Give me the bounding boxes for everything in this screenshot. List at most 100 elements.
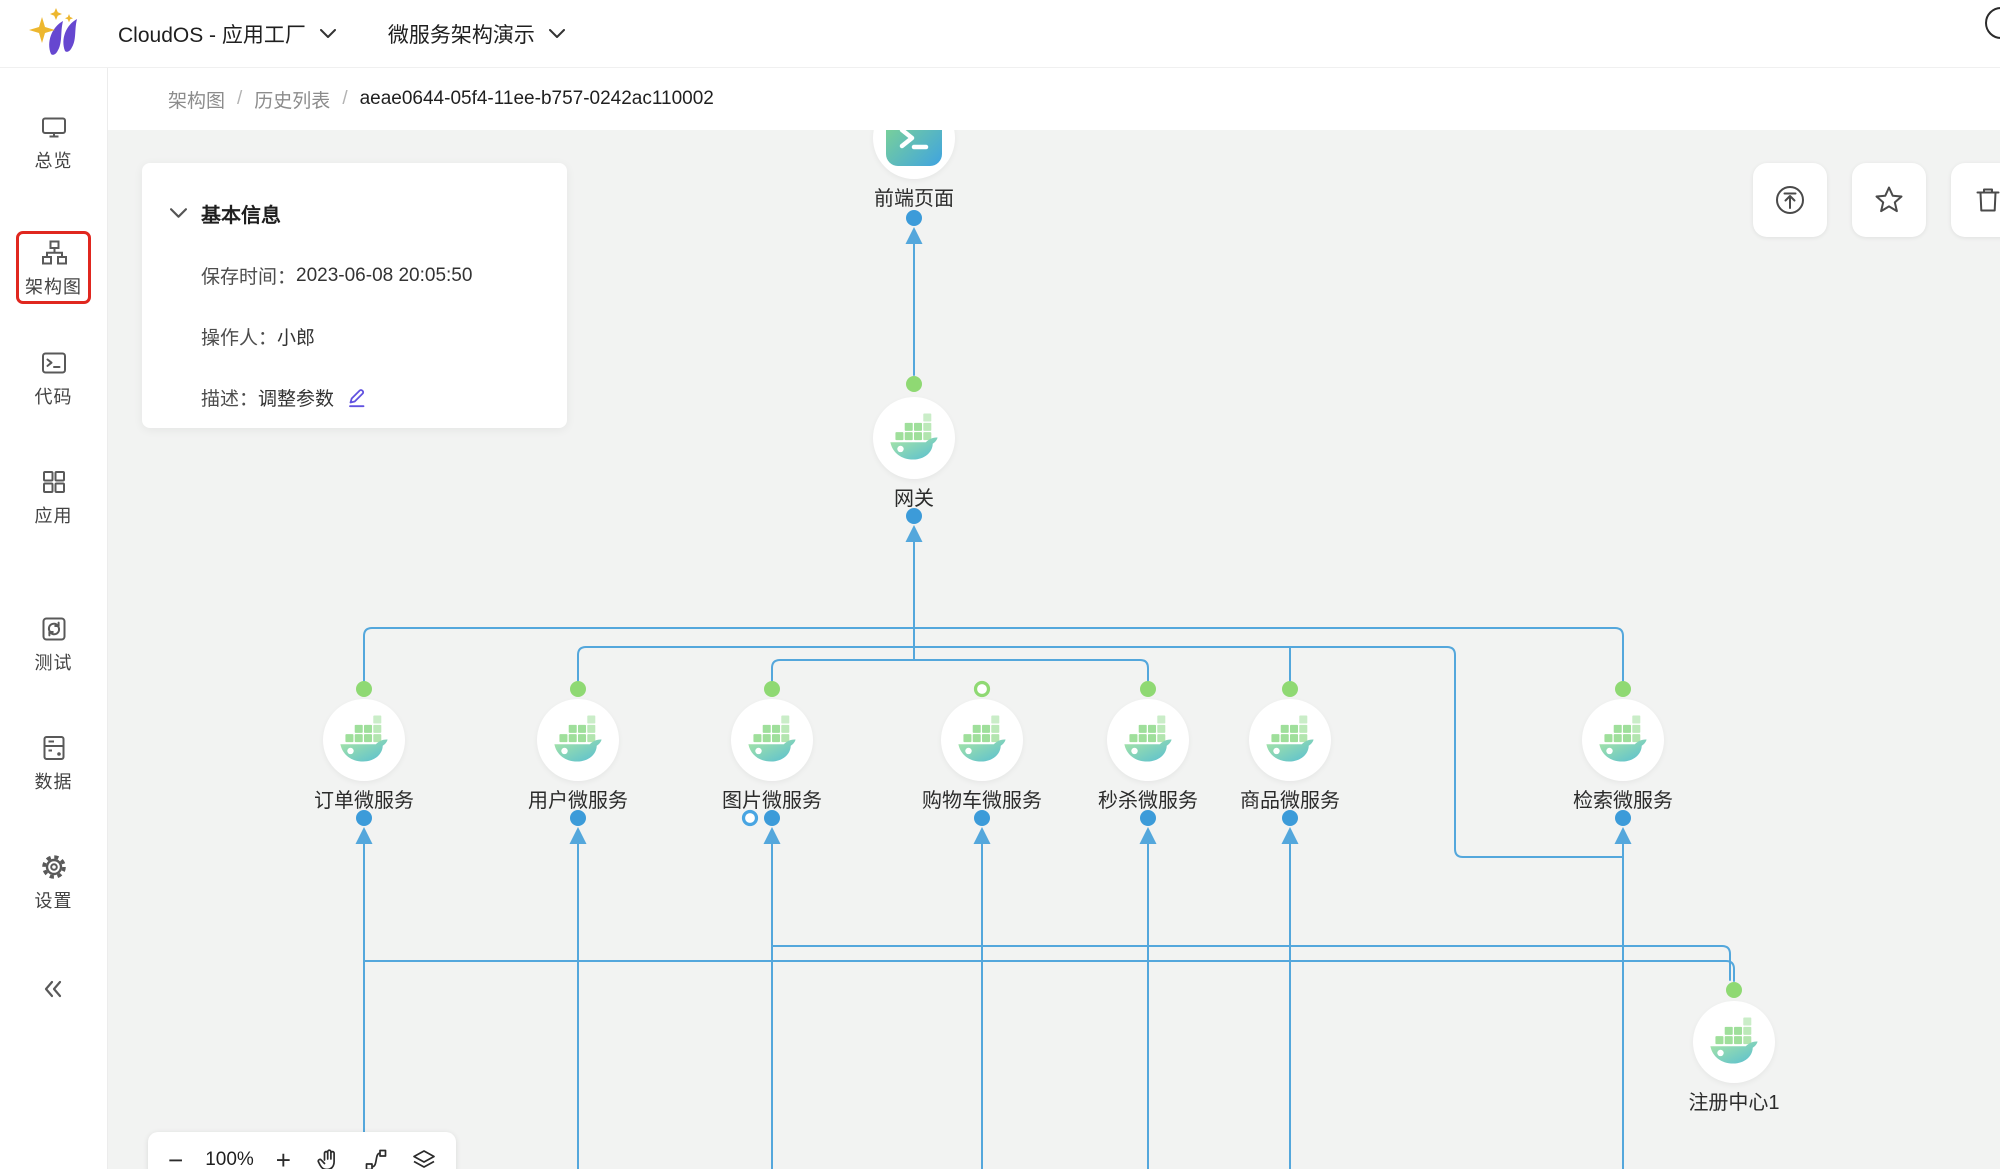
node-label: 前端页面 bbox=[874, 188, 954, 210]
sidebar-item-settings[interactable]: 设置 bbox=[35, 852, 73, 913]
sidebar-item-data[interactable]: 数据 bbox=[35, 733, 73, 794]
delete-button[interactable] bbox=[1951, 163, 2000, 237]
sidebar: 总览 架构图 代码 应用 测试 数据 bbox=[0, 68, 108, 1169]
edge-arrowhead-icon bbox=[1281, 827, 1299, 844]
collapse-sidebar-button[interactable] bbox=[39, 974, 69, 1009]
logo-feather bbox=[49, 20, 63, 55]
port-green[interactable] bbox=[1282, 681, 1298, 697]
hand-icon[interactable] bbox=[315, 1147, 341, 1169]
app-header: CloudOS - 应用工厂 微服务架构演示 bbox=[0, 0, 2000, 68]
edge-arrowhead-icon bbox=[569, 827, 587, 844]
node-circle[interactable] bbox=[1582, 699, 1664, 781]
description-value: 调整参数 bbox=[258, 389, 335, 410]
basic-info-panel: 基本信息 保存时间： 2023-06-08 20:05:50 操作人： 小郎 描… bbox=[142, 163, 567, 428]
docker-icon bbox=[554, 715, 602, 762]
breadcrumb-separator: / bbox=[342, 88, 348, 109]
node-circle[interactable] bbox=[1693, 1001, 1775, 1083]
node-label: 网关 bbox=[894, 488, 934, 510]
docker-icon bbox=[1599, 715, 1647, 762]
chevron-down-icon bbox=[170, 208, 187, 218]
node-circle[interactable] bbox=[731, 699, 813, 781]
port-green[interactable] bbox=[1140, 681, 1156, 697]
edge-arrowhead-icon bbox=[355, 827, 373, 844]
favorite-button[interactable] bbox=[1852, 163, 1926, 237]
port-blue[interactable] bbox=[1282, 810, 1298, 826]
zoom-in-button[interactable]: + bbox=[275, 1145, 291, 1169]
cloudos-logo-icon[interactable] bbox=[28, 7, 86, 60]
node-label: 注册中心1 bbox=[1688, 1092, 1780, 1114]
workspace-switcher[interactable]: 微服务架构演示 bbox=[388, 19, 565, 49]
diagram-edge bbox=[771, 659, 1149, 682]
trash-icon bbox=[1976, 188, 2000, 212]
port-blue[interactable] bbox=[906, 210, 922, 226]
edit-pencil-icon[interactable] bbox=[346, 387, 368, 409]
user-avatar[interactable] bbox=[1985, 7, 2000, 39]
port-blue[interactable] bbox=[906, 508, 922, 524]
docker-icon bbox=[340, 715, 388, 762]
zoom-level: 100% bbox=[205, 1149, 254, 1169]
basic-info-header[interactable]: 基本信息 bbox=[170, 199, 567, 228]
port-blue[interactable] bbox=[1615, 810, 1631, 826]
publish-button[interactable] bbox=[1753, 163, 1827, 237]
architecture-icon bbox=[41, 240, 67, 265]
port-green[interactable] bbox=[1615, 681, 1631, 697]
chevron-down-icon bbox=[548, 28, 565, 38]
node-circle[interactable] bbox=[1107, 699, 1189, 781]
product-title: CloudOS - 应用工厂 bbox=[118, 23, 306, 47]
docker-icon bbox=[748, 715, 796, 762]
description-label: 描述： bbox=[201, 389, 259, 410]
logo-star bbox=[65, 13, 73, 22]
node-circle[interactable] bbox=[1249, 699, 1331, 781]
operator-row: 操作人： 小郎 bbox=[201, 323, 567, 350]
port-green[interactable] bbox=[764, 681, 780, 697]
workspace-title: 微服务架构演示 bbox=[387, 23, 535, 47]
upload-circle-icon bbox=[1776, 186, 1804, 214]
refresh-icon bbox=[42, 617, 65, 641]
sidebar-item-architecture[interactable]: 架构图 bbox=[16, 231, 91, 304]
connector-icon[interactable] bbox=[363, 1147, 389, 1169]
node-circle[interactable] bbox=[941, 699, 1023, 781]
port-blue[interactable] bbox=[764, 810, 780, 826]
node-circle[interactable] bbox=[323, 699, 405, 781]
logo-feather bbox=[63, 18, 77, 52]
diagram-edge bbox=[771, 945, 1731, 981]
chevron-down-icon bbox=[319, 28, 336, 38]
star-icon bbox=[1875, 186, 1903, 213]
port-green[interactable] bbox=[1726, 982, 1742, 998]
sidebar-item-code[interactable]: 代码 bbox=[35, 348, 73, 409]
product-switcher[interactable]: CloudOS - 应用工厂 bbox=[118, 19, 336, 49]
port-green[interactable] bbox=[570, 681, 586, 697]
monitor-icon bbox=[41, 117, 66, 138]
layers-icon[interactable] bbox=[411, 1147, 437, 1169]
edge-arrowhead-icon bbox=[905, 525, 923, 542]
edge-arrowhead-icon bbox=[973, 827, 991, 844]
node-label: 商品微服务 bbox=[1240, 790, 1340, 812]
port-blue-hollow[interactable] bbox=[741, 809, 759, 827]
save-time-row: 保存时间： 2023-06-08 20:05:50 bbox=[201, 262, 567, 289]
port-green-hollow[interactable] bbox=[973, 680, 991, 698]
port-blue[interactable] bbox=[356, 810, 372, 826]
port-green[interactable] bbox=[906, 376, 922, 392]
diagram-canvas[interactable]: 前端页面网关订单微服务用户微服务图片微服务购物车微服务秒杀微服务商品微服务检索微… bbox=[108, 130, 2000, 1169]
breadcrumb-history[interactable]: 历史列表 bbox=[254, 90, 331, 112]
node-circle[interactable] bbox=[873, 130, 955, 179]
node-circle[interactable] bbox=[537, 699, 619, 781]
sidebar-item-overview[interactable]: 总览 bbox=[35, 112, 73, 173]
gear-icon bbox=[41, 855, 66, 879]
node-circle[interactable] bbox=[873, 397, 955, 479]
grid-icon bbox=[42, 471, 65, 493]
basic-info-title: 基本信息 bbox=[201, 205, 281, 227]
port-blue[interactable] bbox=[570, 810, 586, 826]
logo-star bbox=[50, 7, 62, 20]
port-blue[interactable] bbox=[974, 810, 990, 826]
terminal-icon bbox=[41, 352, 66, 374]
zoom-out-button[interactable]: − bbox=[168, 1145, 184, 1169]
node-label: 订单微服务 bbox=[314, 790, 414, 812]
port-blue[interactable] bbox=[1140, 810, 1156, 826]
node-label: 检索微服务 bbox=[1573, 790, 1673, 812]
port-green[interactable] bbox=[356, 681, 372, 697]
sidebar-item-apps[interactable]: 应用 bbox=[35, 467, 73, 528]
breadcrumb-architecture[interactable]: 架构图 bbox=[168, 90, 226, 112]
diagram-edge bbox=[363, 627, 1624, 682]
sidebar-item-test[interactable]: 测试 bbox=[35, 614, 73, 675]
